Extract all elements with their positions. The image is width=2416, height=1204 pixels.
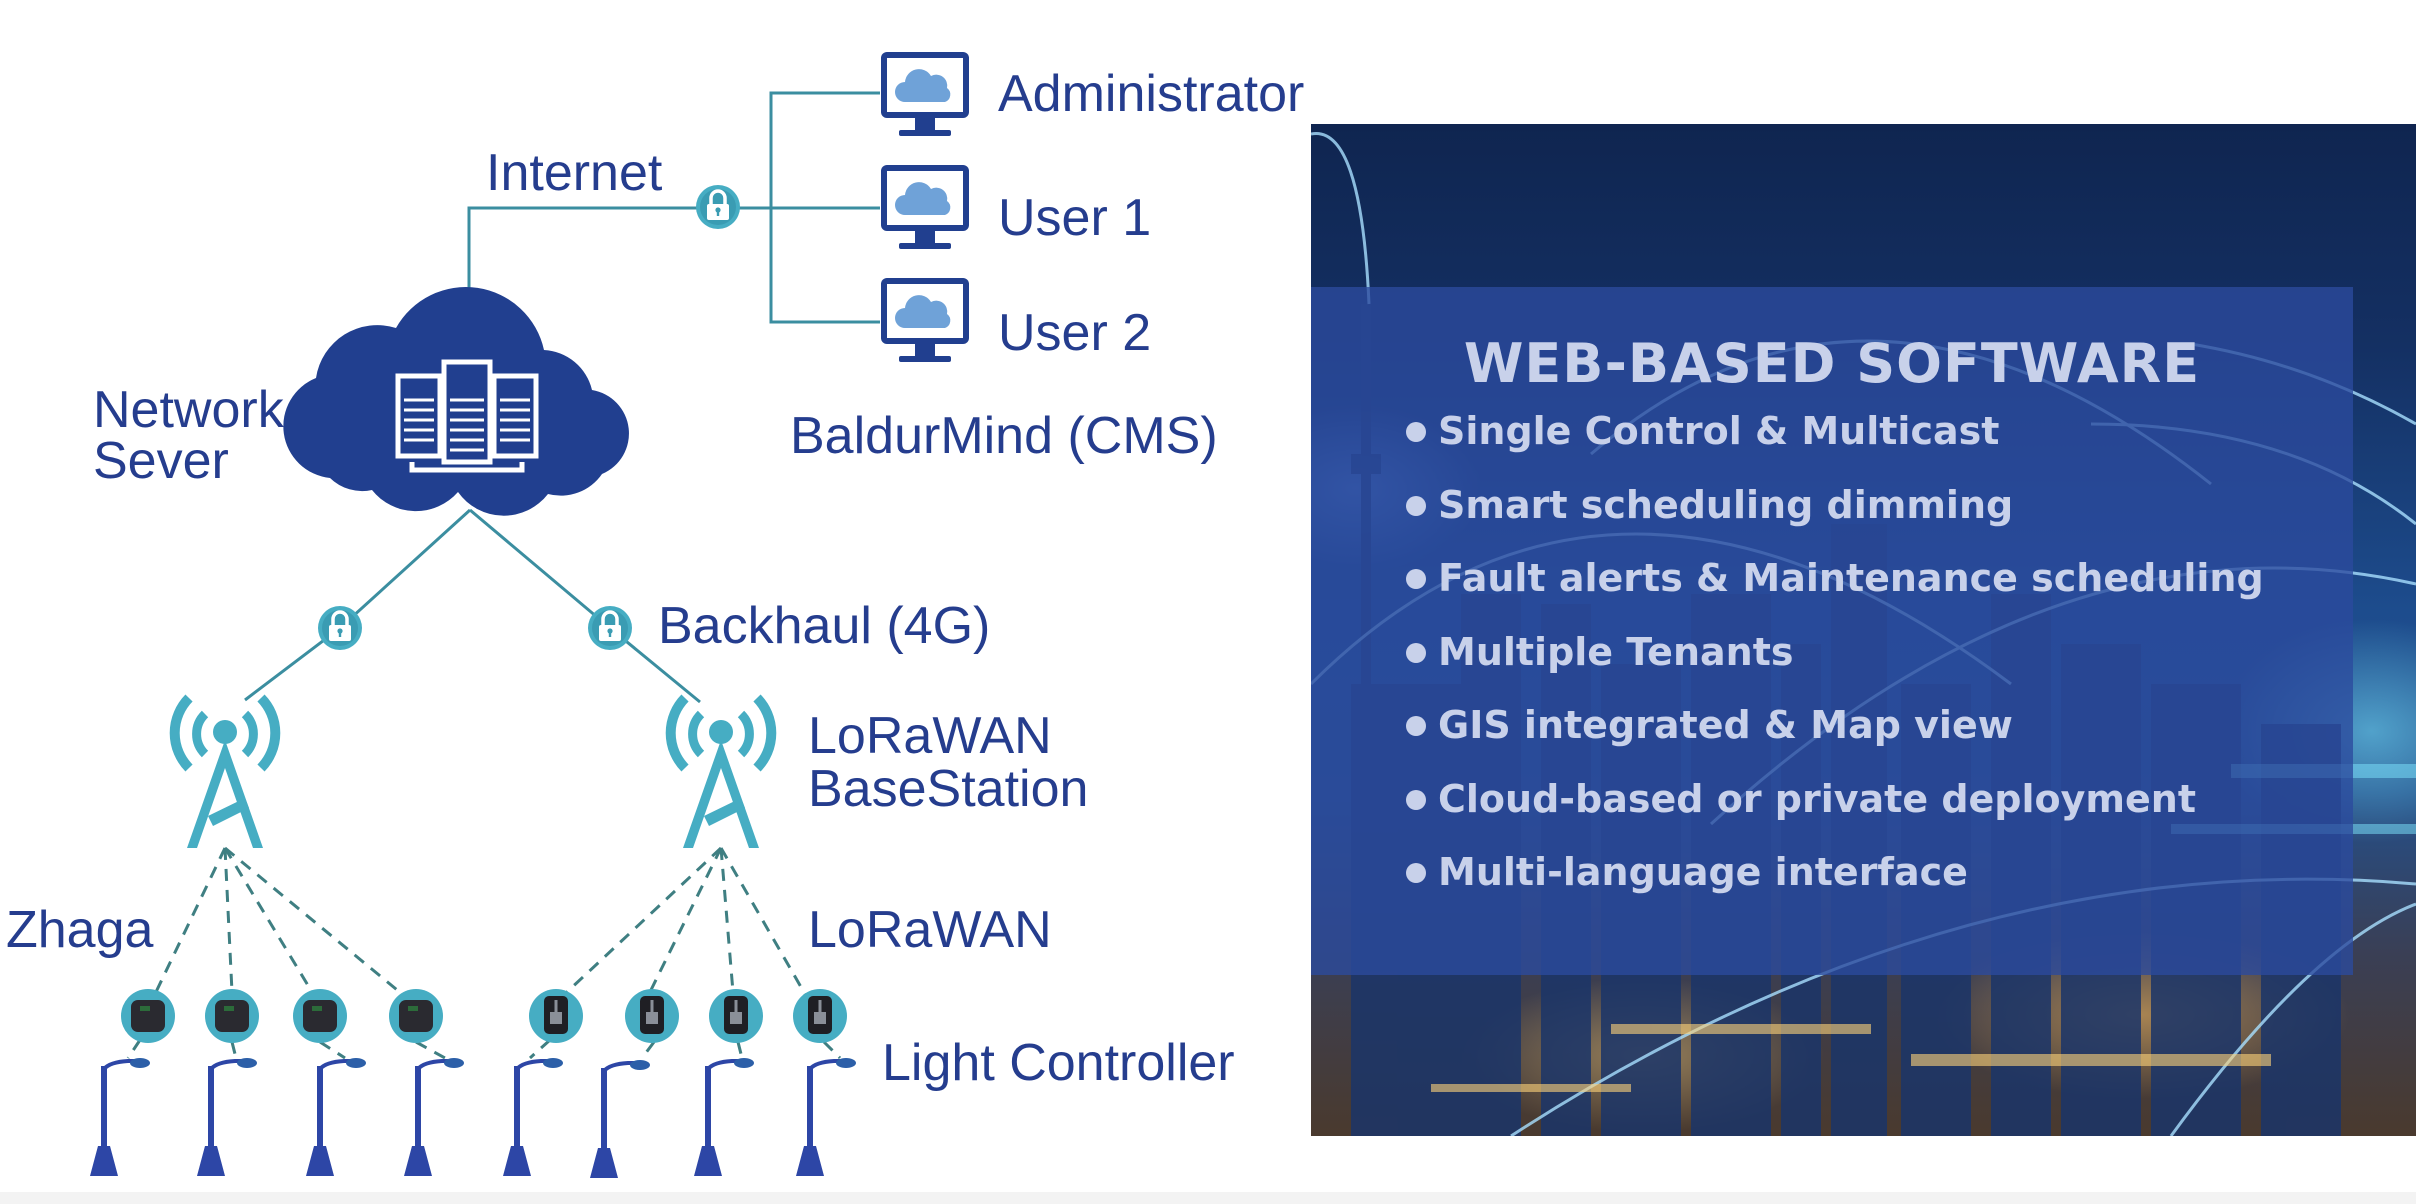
- bullet-icon: [1406, 716, 1426, 736]
- zhaga-controller-icon: [293, 989, 347, 1043]
- feature-item: Fault alerts & Maintenance scheduling: [1406, 554, 2264, 628]
- backhaul-links: [244, 508, 701, 704]
- street-light-icon: [195, 1056, 259, 1178]
- street-light-icon: [304, 1056, 368, 1178]
- bullet-icon: [1406, 422, 1426, 442]
- feature-item: GIS integrated & Map view: [1406, 701, 2264, 775]
- lorawan-controller-icon: [625, 989, 679, 1043]
- software-title: WEB-BASED SOFTWARE: [1463, 332, 2201, 395]
- street-light-icon: [402, 1056, 466, 1178]
- feature-text: Multiple Tenants: [1438, 629, 1794, 674]
- street-light-icon: [88, 1056, 152, 1178]
- network-server-label-line1: Network: [93, 381, 284, 439]
- user1-monitor-icon: [881, 165, 969, 249]
- wireless-links: [126, 846, 842, 1060]
- zhaga-controller-icon: [389, 989, 443, 1043]
- feature-text: GIS integrated & Map view: [1438, 703, 2013, 747]
- lorawan-controller-icon: [529, 989, 583, 1043]
- street-light-icon: [692, 1056, 756, 1178]
- client-label-user2: User 2: [998, 304, 1152, 362]
- feature-item: Multi-language interface: [1406, 848, 2264, 922]
- feature-text: Fault alerts & Maintenance scheduling: [1438, 556, 2264, 600]
- feature-text: Multi-language interface: [1438, 850, 1968, 894]
- bullet-icon: [1406, 495, 1426, 516]
- software-features-panel: WEB-BASED SOFTWARE Single Control & Mult…: [1311, 287, 2353, 975]
- client-label-administrator: Administrator: [998, 65, 1305, 123]
- backhaul-lock-left-icon: [316, 604, 364, 652]
- cloud-server-icon: [283, 287, 629, 516]
- feature-item: Multiple Tenants: [1406, 628, 2264, 702]
- bottom-strip: [0, 1192, 2416, 1204]
- user2-monitor-icon: [881, 278, 969, 362]
- cms-label: BaldurMind (CMS): [790, 407, 1218, 465]
- basestation-label-line2: BaseStation: [808, 760, 1089, 818]
- light-controller-label: Light Controller: [882, 1034, 1235, 1092]
- lorawan-controller-icon: [793, 989, 847, 1043]
- internet-lock-icon: [694, 183, 742, 231]
- smart-city-image: WEB-BASED SOFTWARE Single Control & Mult…: [1311, 124, 2416, 1136]
- bullet-icon: [1406, 863, 1426, 883]
- lorawan-label: LoRaWAN: [808, 901, 1052, 959]
- feature-text: Single Control & Multicast: [1438, 409, 2000, 453]
- zhaga-controller-icon: [121, 989, 175, 1043]
- bullet-icon: [1406, 642, 1426, 663]
- lorawan-tower-icon: [671, 698, 772, 848]
- network-diagram: [88, 52, 969, 1180]
- feature-text: Cloud-based or private deployment: [1438, 776, 2196, 821]
- zhaga-label: Zhaga: [6, 901, 154, 959]
- client-label-user1: User 1: [998, 189, 1152, 247]
- admin-monitor-icon: [881, 52, 969, 136]
- backhaul-label: Backhaul (4G): [658, 597, 991, 655]
- lorawan-controllers: [529, 989, 847, 1043]
- zhaga-controllers: [121, 989, 443, 1043]
- zhaga-controller-icon: [205, 989, 259, 1043]
- lorawan-controller-icon: [709, 989, 763, 1043]
- feature-item: Single Control & Multicast: [1406, 407, 2264, 481]
- bullet-icon: [1406, 789, 1426, 810]
- network-server-label-line2: Sever: [93, 432, 229, 490]
- feature-list: Single Control & Multicast Smart schedul…: [1406, 407, 2264, 922]
- street-light-icon: [501, 1056, 565, 1178]
- backhaul-lock-right-icon: [586, 604, 634, 652]
- feature-item: Smart scheduling dimming: [1406, 481, 2264, 555]
- zhaga-tower-icon: [175, 698, 276, 848]
- feature-item: Cloud-based or private deployment: [1406, 775, 2264, 849]
- street-light-icon: [588, 1058, 652, 1180]
- basestation-label-line1: LoRaWAN: [808, 707, 1052, 765]
- bullet-icon: [1406, 569, 1426, 589]
- feature-text: Smart scheduling dimming: [1438, 482, 2014, 527]
- street-lights: [88, 1056, 858, 1180]
- internet-label: Internet: [486, 144, 663, 202]
- street-light-icon: [794, 1056, 858, 1178]
- internet-links: [467, 91, 880, 324]
